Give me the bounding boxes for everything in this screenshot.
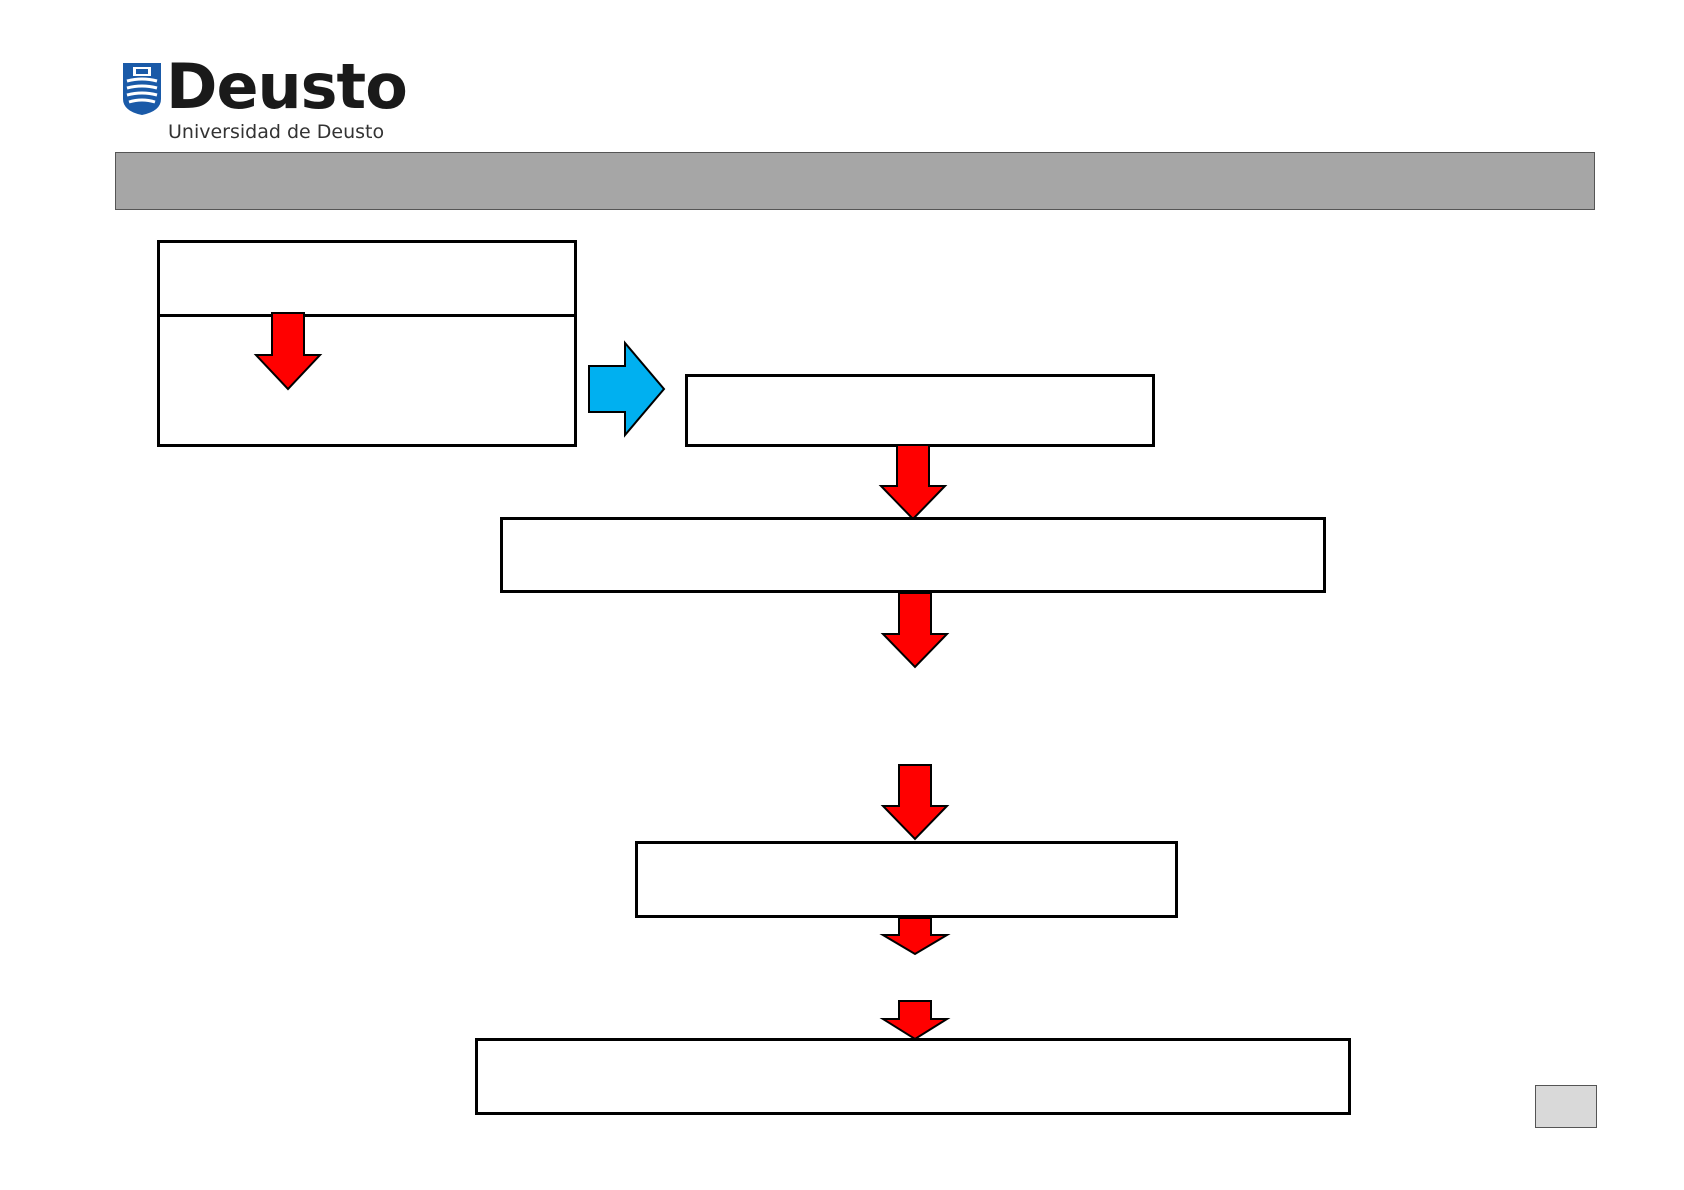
- flow-box-2: [500, 517, 1326, 593]
- page-number-box: [1535, 1085, 1597, 1128]
- flow-box-start: [157, 240, 577, 447]
- right-arrow-blue: [588, 340, 666, 438]
- logo-subtitle: Universidad de Deusto: [168, 121, 385, 143]
- flow-box-4: [475, 1038, 1351, 1115]
- down-arrow-3: [880, 764, 950, 841]
- down-arrow-start: [253, 312, 323, 391]
- flow-box-3: [635, 841, 1178, 918]
- slide-title-bar: [115, 152, 1595, 210]
- flow-box-1: [685, 374, 1155, 447]
- down-arrow-2: [880, 592, 950, 669]
- down-arrow-4: [879, 917, 951, 956]
- logo-wordmark: Deusto: [166, 50, 408, 123]
- down-arrow-5: [879, 1000, 951, 1041]
- down-arrow-1: [878, 444, 948, 521]
- deusto-shield-logo: [123, 63, 161, 115]
- flow-box-start-divider: [160, 314, 574, 317]
